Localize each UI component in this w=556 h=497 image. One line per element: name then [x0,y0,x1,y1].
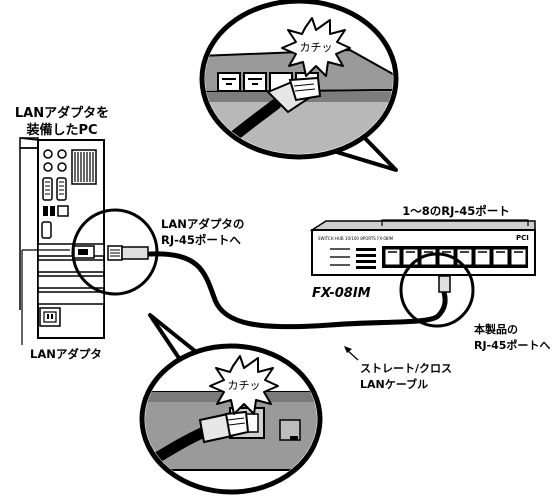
pc-vent-grille [71,149,97,185]
pc-title-line2: 装備したPC [25,122,97,138]
pc-tower: LANアダプタを 装備したPC [15,105,109,361]
hub-port-line1: 本製品の [474,322,518,336]
hub-leds [330,248,376,269]
bottom-click-text: カチッ [228,379,261,392]
cable-label-line2: LANケーブル [360,377,428,391]
bottom-rj45-plug [145,410,250,468]
pc-title-line1: LANアダプタを [15,105,109,121]
hub-port-row [382,246,528,268]
pc-power-socket [39,307,61,327]
model-name: FX-08IM [312,286,371,301]
bottom-magnifier: カチッ [139,313,323,495]
cable-label: ストレート/クロス LANケーブル [344,346,452,391]
top-magnifier: カチッ [199,0,399,172]
cable-label-line1: ストレート/クロス [360,362,452,375]
hub-brand: PCI [516,234,529,242]
switching-hub: SWITCH HUB 10/100 8PORTS FX-08IM PCI [309,204,536,276]
pc-side-plug [107,245,149,261]
hub-small-text: SWITCH HUB 10/100 8PORTS FX-08IM [318,236,394,241]
hub-port-magnifier [399,252,475,328]
ports-range-label: 1～8のRJ-45ポート [402,204,509,218]
bottom-click-burst: カチッ [209,355,279,415]
top-click-burst: カチッ [281,17,351,77]
hub-port-line2: RJ-45ポートへ [474,338,550,352]
pc-rear-connectors [41,149,69,239]
top-click-text: カチッ [300,41,333,54]
adapter-port-line1: LANアダプタの [161,217,244,231]
lan-adapter-label: LANアダプタ [30,347,102,361]
lan-cable [107,245,451,330]
adapter-port-line2: RJ-45ポートへ [161,233,241,247]
